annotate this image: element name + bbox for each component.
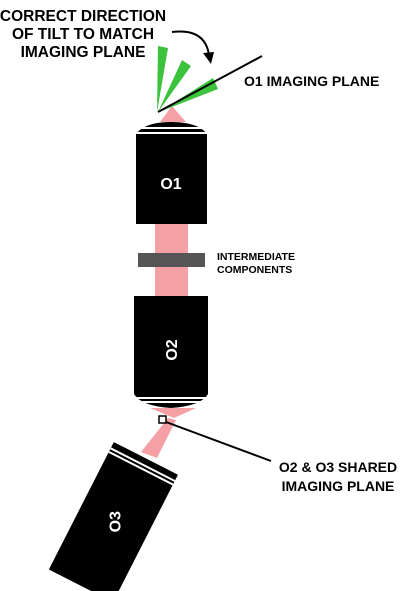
o1-band-1 xyxy=(136,127,207,129)
intermediate-line-1: INTERMEDIATE xyxy=(217,251,295,263)
beam-to-o3 xyxy=(141,418,176,458)
tilt-direction-arrow xyxy=(171,30,210,56)
o1-body xyxy=(136,122,207,224)
beam-cone-bottom xyxy=(150,408,196,418)
arrow-head xyxy=(203,52,214,64)
o2-body xyxy=(134,296,208,408)
tilt-wedge-1 xyxy=(157,46,168,112)
intermediate-components-bar xyxy=(138,253,205,267)
o3-band-2 xyxy=(108,450,174,486)
o2-band-2 xyxy=(134,401,208,403)
shared-plane-label: O2 & O3 SHARED IMAGING PLANE xyxy=(279,459,397,494)
title-label: CORRECT DIRECTION OF TILT TO MATCH IMAGI… xyxy=(0,8,166,61)
o3-label: O3 xyxy=(107,511,124,532)
o1-label: O1 xyxy=(160,176,181,193)
shared-plane-line-2: IMAGING PLANE xyxy=(282,478,395,494)
shared-plane-pointer-line xyxy=(165,421,272,462)
objective-o2: O2 xyxy=(134,296,208,408)
intermediate-line-2: COMPONENTS xyxy=(217,264,292,276)
o1-imaging-plane-line xyxy=(157,55,263,113)
shared-plane-marker xyxy=(158,415,167,424)
o2-band-1 xyxy=(134,397,208,399)
tilt-wedge-2 xyxy=(158,60,191,112)
shared-plane-line-1: O2 & O3 SHARED xyxy=(279,459,397,475)
o3-body xyxy=(48,442,178,591)
o2-label: O2 xyxy=(164,339,181,360)
intermediate-components-label: INTERMEDIATE COMPONENTS xyxy=(217,251,295,276)
title-line-1: CORRECT DIRECTION xyxy=(0,8,166,25)
o3-band-1 xyxy=(110,447,176,482)
o1-imaging-plane-label: O1 IMAGING PLANE xyxy=(244,73,379,89)
objective-o3: O3 xyxy=(48,442,178,591)
beam-cone-top xyxy=(160,106,186,122)
objective-o1: O1 xyxy=(136,122,207,224)
o1-band-2 xyxy=(136,132,207,134)
title-line-3: IMAGING PLANE xyxy=(21,44,146,61)
title-line-2: OF TILT TO MATCH xyxy=(12,26,154,43)
